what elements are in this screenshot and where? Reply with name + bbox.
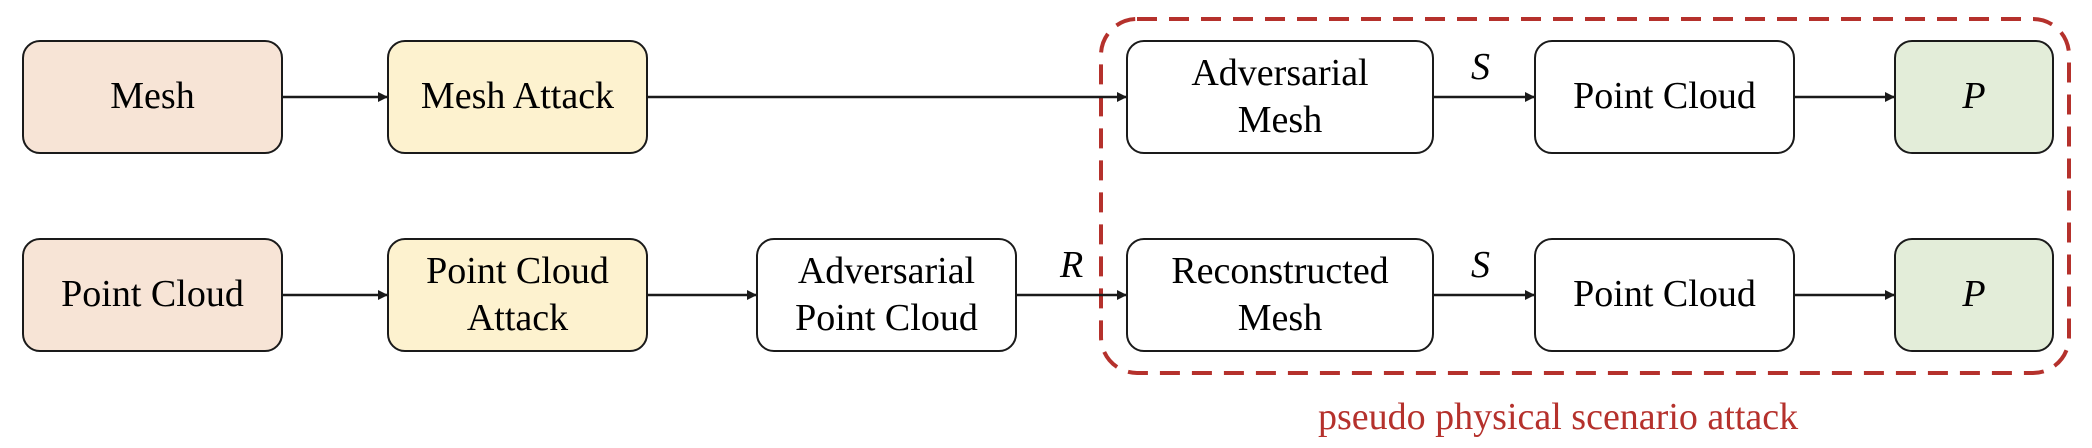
node-reconstructed-mesh: Reconstructed Mesh: [1126, 238, 1434, 352]
node-adversarial-point-cloud: Adversarial Point Cloud: [756, 238, 1017, 352]
attack-region-label: pseudo physical scenario attack: [1318, 396, 1799, 438]
node-output-bottom-label: P: [1962, 273, 1986, 316]
node-point-cloud-source-label: Point Cloud: [61, 273, 244, 316]
node-adversarial-mesh: Adversarial Mesh: [1126, 40, 1434, 154]
node-mesh-attack: Mesh Attack: [387, 40, 648, 154]
node-output-top-label: P: [1962, 75, 1986, 118]
node-point-cloud-attack: Point Cloud Attack: [387, 238, 648, 352]
edge-label-sampling-top: S: [1471, 46, 1490, 88]
node-point-cloud-source: Point Cloud: [22, 238, 283, 352]
edge-label-reconstruction: R: [1060, 244, 1084, 286]
node-mesh: Mesh: [22, 40, 283, 154]
node-point-cloud-top: Point Cloud: [1534, 40, 1795, 154]
node-mesh-attack-label: Mesh Attack: [420, 75, 615, 118]
node-point-cloud-bottom-label: Point Cloud: [1573, 273, 1756, 316]
node-adversarial-mesh-label: Adversarial Mesh: [1191, 51, 1369, 142]
node-point-cloud-bottom: Point Cloud: [1534, 238, 1795, 352]
node-mesh-label: Mesh: [110, 75, 195, 118]
node-adversarial-point-cloud-label: Adversarial Point Cloud: [795, 249, 978, 340]
node-point-cloud-attack-label: Point Cloud Attack: [426, 249, 609, 340]
node-point-cloud-top-label: Point Cloud: [1573, 75, 1756, 118]
node-reconstructed-mesh-label: Reconstructed Mesh: [1171, 249, 1389, 340]
edge-label-sampling-bottom: S: [1471, 244, 1490, 286]
node-output-bottom: P: [1894, 238, 2054, 352]
attack-region-outline: [1099, 17, 2071, 375]
node-output-top: P: [1894, 40, 2054, 154]
